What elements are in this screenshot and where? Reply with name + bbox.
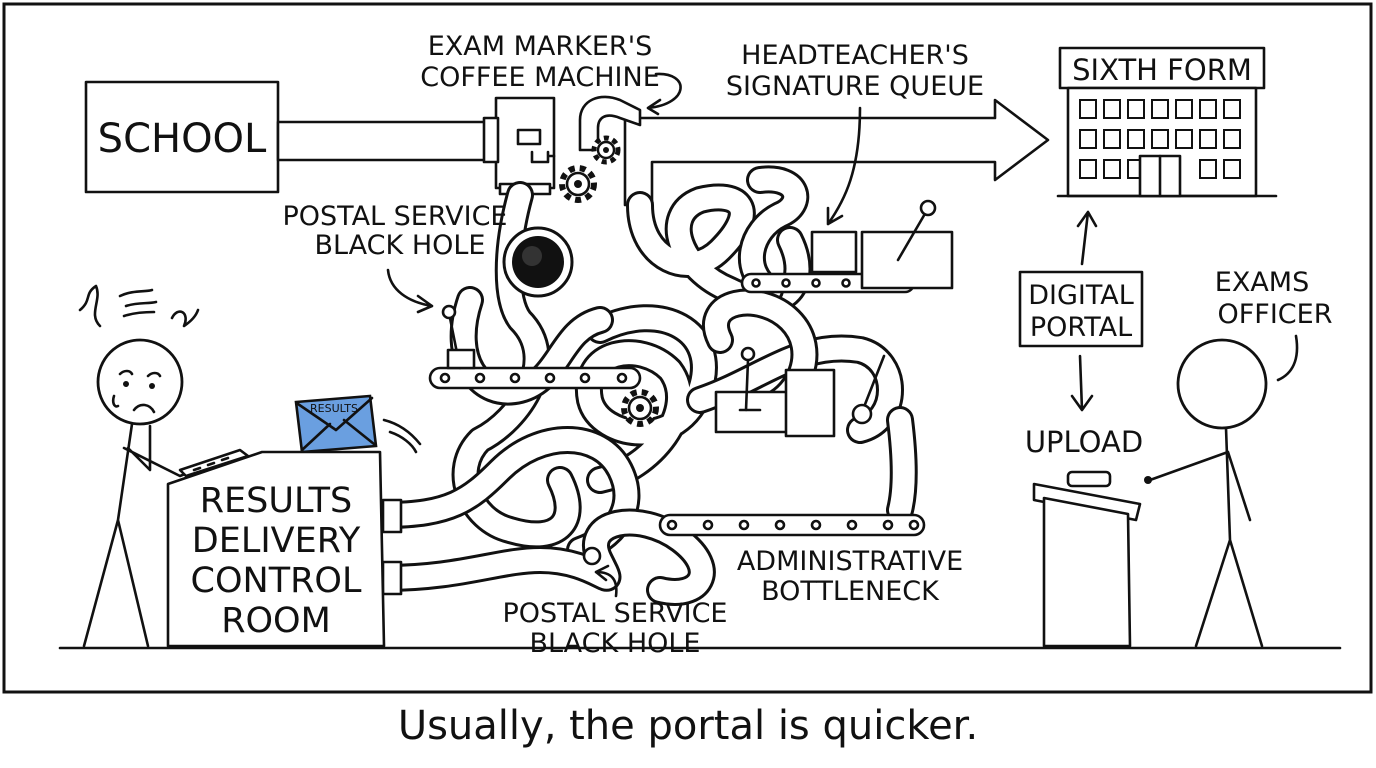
black-hole-bottom-line2: BLACK HOLE xyxy=(530,628,701,659)
building-window xyxy=(1151,99,1169,119)
building-window xyxy=(1223,129,1241,149)
portal-label-line2: PORTAL xyxy=(1030,312,1132,343)
coffee-label-line2: COFFEE MACHINE xyxy=(420,62,660,93)
main-pipe-arrow xyxy=(276,98,1050,207)
queue-label-line1: HEADTEACHER'S xyxy=(741,40,969,71)
comic-caption: Usually, the portal is quicker. xyxy=(397,703,979,749)
black-hole-bottom-line1: POSTAL SERVICE xyxy=(503,598,728,629)
upload-label: UPLOAD xyxy=(1025,425,1143,459)
building-window xyxy=(1223,99,1241,119)
digital-portal-box: DIGITAL PORTAL xyxy=(1018,270,1144,348)
upload-podium xyxy=(1032,470,1142,648)
black-hole-top-line1: POSTAL SERVICE xyxy=(283,201,508,232)
building-window xyxy=(1175,99,1193,119)
gear-icon xyxy=(559,165,597,203)
building-window xyxy=(1103,99,1121,119)
control-room-line1: RESULTS xyxy=(200,481,353,521)
building-window xyxy=(1103,129,1121,149)
bottleneck-label-line1: ADMINISTRATIVE xyxy=(737,546,963,577)
building-window xyxy=(1175,129,1193,149)
conveyor-belt-bottom xyxy=(658,513,926,537)
black-hole-top-arrow xyxy=(386,268,434,314)
envelope-motion-lines xyxy=(382,418,422,454)
sixth-form-label: SIXTH FORM xyxy=(1072,53,1252,87)
lever-box xyxy=(714,346,886,438)
building-window xyxy=(1103,159,1121,179)
portal-label-line1: DIGITAL xyxy=(1028,280,1134,311)
building-windows xyxy=(1079,99,1241,179)
building-window xyxy=(1199,159,1217,179)
coffee-label-line1: EXAM MARKER'S xyxy=(428,31,653,62)
officer-label-line1: EXAMS xyxy=(1215,267,1309,298)
results-envelope-icon: RESULTS xyxy=(294,394,378,454)
queue-label-line2: SIGNATURE QUEUE xyxy=(726,71,984,102)
school-box: SCHOOL xyxy=(84,80,280,194)
portal-down-arrow xyxy=(1070,354,1094,412)
black-hole-top-line2: BLACK HOLE xyxy=(315,230,486,261)
school-label: SCHOOL xyxy=(98,116,267,162)
sixth-form-building: SIXTH FORM xyxy=(1056,46,1278,198)
exams-officer-figure xyxy=(1144,338,1268,648)
coffee-pointer-arrow xyxy=(646,72,682,116)
gear-icon xyxy=(621,389,659,427)
worried-figure xyxy=(78,284,242,648)
tangled-pipes xyxy=(371,95,918,606)
envelope-label: RESULTS xyxy=(310,402,358,415)
portal-up-arrow xyxy=(1076,210,1098,266)
building-window xyxy=(1151,129,1169,149)
building-window xyxy=(1127,129,1145,149)
control-room-line4: ROOM xyxy=(221,601,331,641)
black-hole-bottom-arrow xyxy=(594,564,618,598)
conveyor-belt-top xyxy=(740,199,954,294)
building-window xyxy=(1223,159,1241,179)
black-hole-bottom-icon xyxy=(582,546,602,566)
bottleneck-label-line2: BOTTLENECK xyxy=(761,576,940,607)
gear-icon xyxy=(591,135,621,165)
building-window xyxy=(1127,99,1145,119)
officer-label-line2: OFFICER xyxy=(1218,299,1333,330)
queue-pointer-arrow xyxy=(826,106,862,226)
conveyor-belt-left xyxy=(428,304,642,390)
building-window xyxy=(1079,159,1097,179)
building-window xyxy=(1079,99,1097,119)
control-room-line2: DELIVERY xyxy=(192,521,361,561)
building-window xyxy=(1079,129,1097,149)
officer-pointer xyxy=(1276,334,1299,382)
black-hole-top-icon xyxy=(502,226,574,298)
building-window xyxy=(1199,99,1217,119)
control-room-line3: CONTROL xyxy=(191,561,362,601)
control-room-desk: RESULTS DELIVERY CONTROL ROOM xyxy=(166,448,386,648)
building-window xyxy=(1199,129,1217,149)
